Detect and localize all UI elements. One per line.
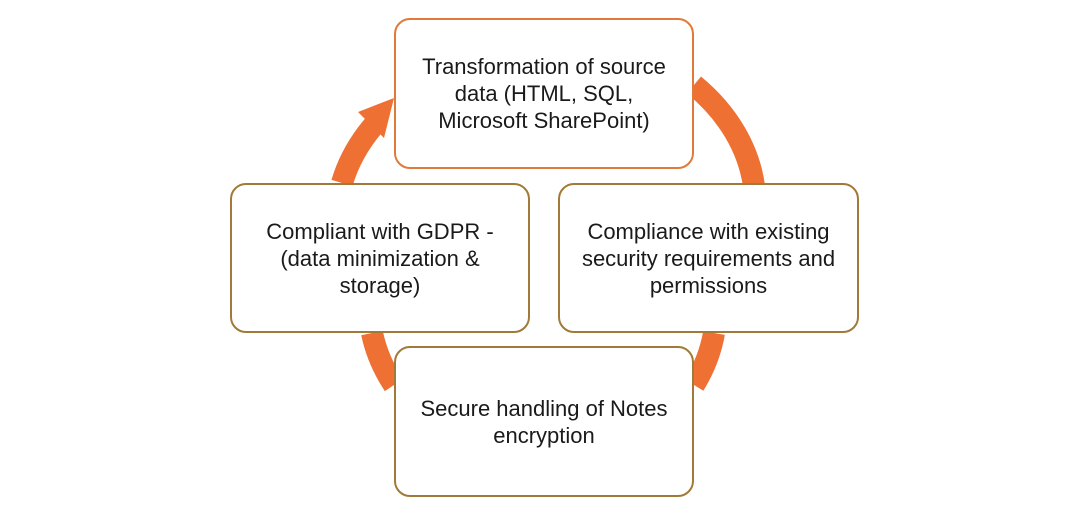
node-gdpr-label: Compliant with GDPR - (data minimization… [266, 218, 494, 298]
node-transformation: Transformation of source data (HTML, SQL… [394, 18, 694, 169]
cycle-arc-right-bottom [684, 330, 725, 391]
node-security-compliance: Compliance with existing security requir… [558, 183, 859, 333]
cycle-arc-bottom-left [361, 330, 404, 392]
cycle-arc-top-right [686, 76, 765, 188]
node-notes-encryption: Secure handling of Notes encryption [394, 346, 694, 497]
cycle-arrowhead [358, 98, 394, 138]
node-security-compliance-label: Compliance with existing security requir… [581, 218, 836, 298]
node-transformation-label: Transformation of source data (HTML, SQL… [422, 54, 666, 133]
cycle-arc-left-top [331, 117, 383, 187]
node-gdpr: Compliant with GDPR - (data minimization… [230, 183, 530, 333]
node-notes-encryption-label: Secure handling of Notes encryption [420, 395, 668, 448]
